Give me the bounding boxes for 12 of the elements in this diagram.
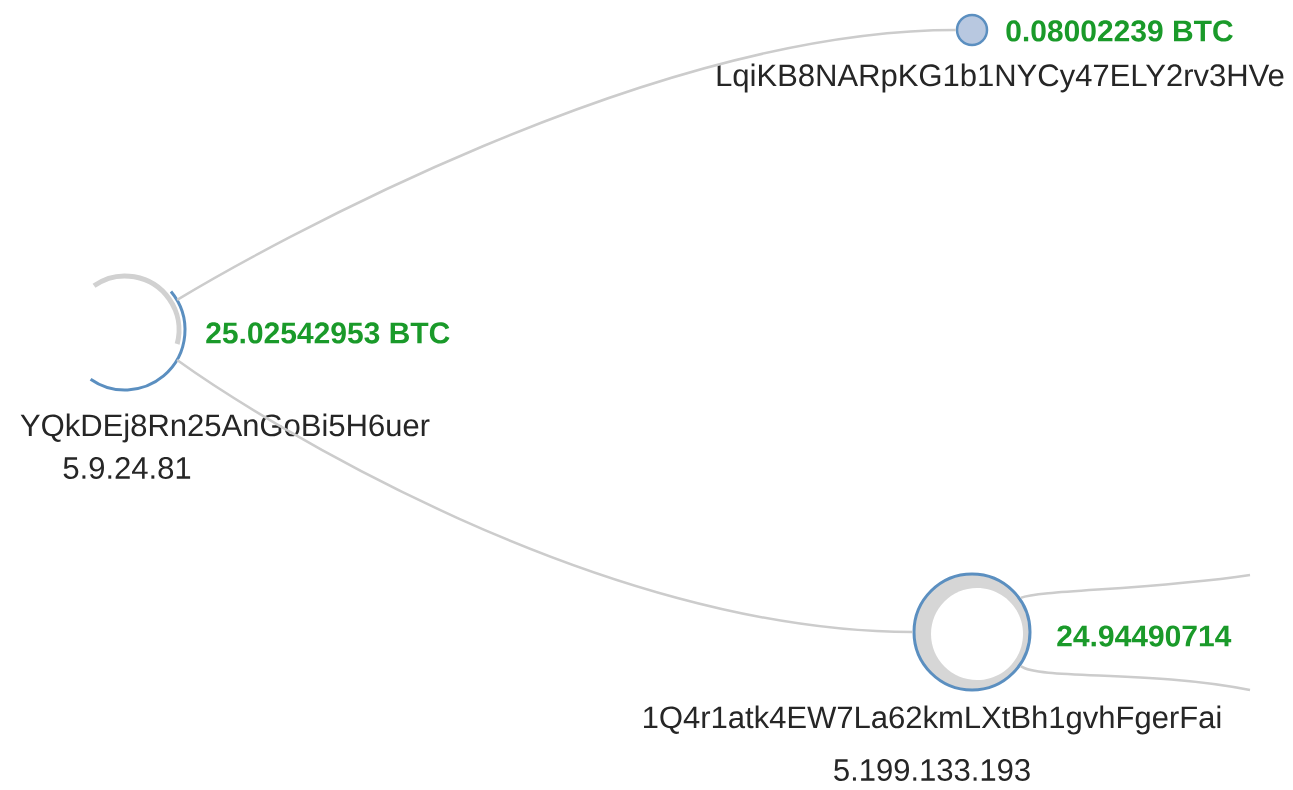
amount-label: 0.08002239 BTC: [1006, 20, 1233, 42]
connector-line: [176, 359, 913, 634]
address-label: YQkDEj8Rn25AnGoBi5H6uer: [20, 413, 430, 443]
amount-label: 24.94490714: [1057, 625, 1232, 647]
address-label: LqiKB8NARpKG1b1NYCy47ELY2rv3HVe: [717, 63, 1284, 93]
connector-line: [1020, 573, 1251, 600]
address-label: 1Q4r1atk4EW7La62kmLXtBh1gvhFgerFai: [644, 705, 1221, 735]
connector-line: [176, 28, 956, 301]
connector-line: [1020, 665, 1251, 692]
ip-label: 5.199.133.193: [834, 759, 1030, 781]
amount-label: 25.02542953 BTC: [206, 322, 450, 344]
ip-label: 5.9.24.81: [63, 457, 191, 479]
